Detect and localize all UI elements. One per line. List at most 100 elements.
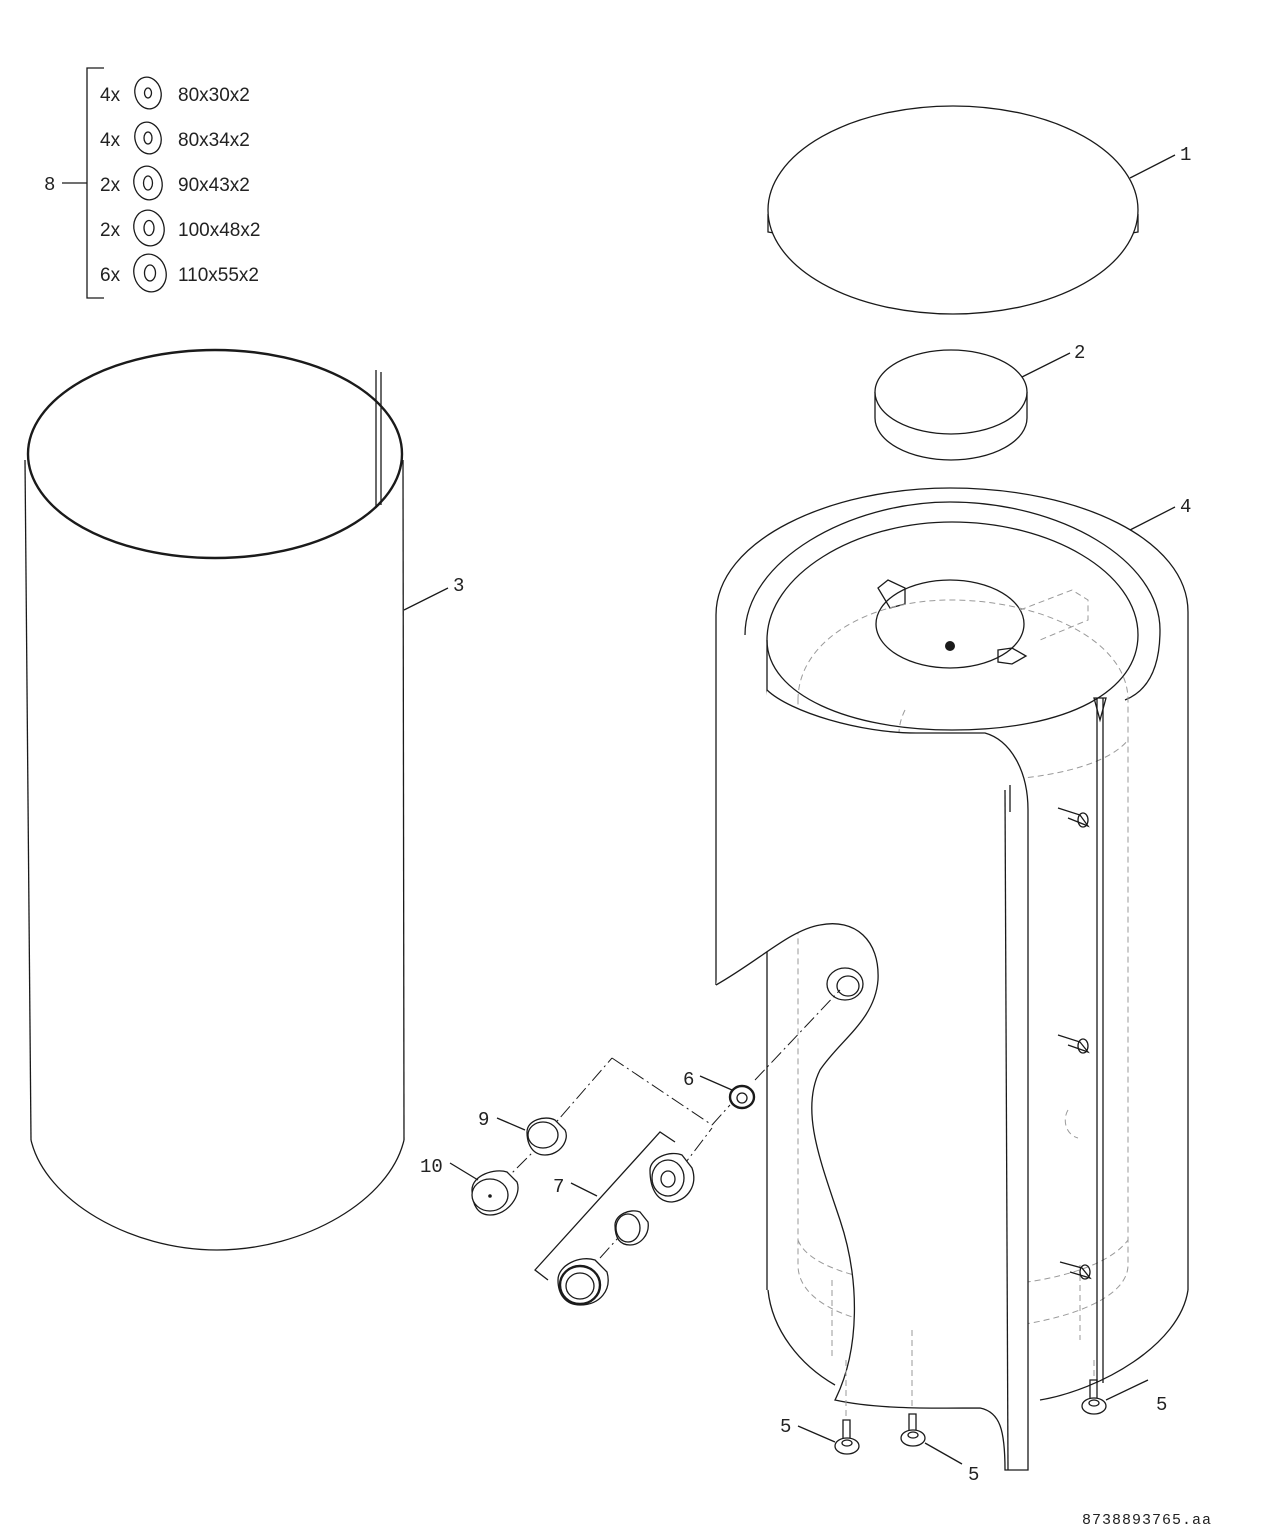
flange-opening [826,967,864,1001]
callout-5b: 5 [968,1464,979,1486]
zipper-pull [1093,697,1107,723]
foot-5b: 5 [900,1330,979,1486]
adapter-plug-small [614,1210,649,1246]
hidden-vessel-bottom-seam [797,1239,1129,1288]
cap-9-face [527,1121,559,1149]
callout-8: 8 [44,174,55,196]
callout-4: 4 [1180,496,1191,518]
tank-rim-ring-outer [744,501,1161,701]
seal-qty: 2x [100,175,121,196]
leader-9 [496,1117,526,1131]
insulation-disc: 2 [874,342,1085,461]
anode-icon [945,641,955,651]
seal-washer-icon [133,209,165,247]
callout-6: 6 [683,1069,694,1091]
seal-qty: 2x [100,220,121,241]
jacket-left-edge [24,459,32,1141]
axis-adapter [599,1237,619,1259]
seal-kit-group: 8 4x 80x30x2 4x 80x34x2 2x 90x43x2 [44,67,260,299]
leader-4 [1129,506,1176,531]
seal-kit-row: 6x 110x55x2 [100,253,259,293]
pipe-socket-lower [1059,1261,1092,1280]
seal-size: 80x30x2 [178,85,250,106]
cap-10: 10 [420,1156,519,1216]
hidden-pipe-top [1019,589,1089,641]
seal-kit-row: 2x 100x48x2 [100,209,260,247]
axis-9 [544,1057,613,1136]
jacket-right-edge [402,459,405,1141]
callout-5a: 5 [780,1416,791,1438]
tank-tab-right [997,647,1028,665]
leader-5c [1105,1379,1149,1401]
callout-3: 3 [453,575,464,597]
callout-1: 1 [1180,144,1191,166]
leader-3 [403,587,449,611]
seal-kit-row: 4x 80x34x2 [100,121,250,155]
flange-seal: 6 [683,989,841,1110]
tank-top-opening [875,579,1025,669]
seal-kit-row: 4x 80x30x2 [100,76,250,110]
seal-washer-icon [134,121,162,155]
seal-size: 110x55x2 [178,265,259,286]
seal-size: 90x43x2 [178,175,250,196]
disc-side [874,392,1028,461]
seal-washer-icon [133,253,167,293]
seal-qty: 4x [100,130,121,151]
foot-screw [908,1413,917,1433]
axis-to-6 [711,1104,731,1126]
tank-bottom-left [767,1289,836,1386]
pipe-socket-upper [1057,807,1090,828]
jacket-top-rim [26,348,404,560]
callout-2: 2 [1074,342,1085,364]
axis-6-to-flange [754,989,841,1081]
axis-cross [611,1057,713,1126]
top-lid: 1 [767,105,1191,315]
adapter-bracket [534,1131,676,1281]
callout-7: 7 [553,1176,564,1198]
leader-10 [449,1162,479,1181]
hidden-feet [831,1265,1081,1360]
leader-5b [924,1442,963,1465]
foot-screw [842,1419,851,1441]
tank-bottom-right [1039,1289,1189,1401]
callout-10: 10 [420,1156,443,1178]
cap-10-hole [488,1194,492,1198]
jacket-bottom-edge [30,1139,405,1251]
drawing-code: 8738893765.aa [1082,1512,1212,1529]
adapter-sleeve-large [649,1152,695,1203]
leader-6 [699,1075,733,1091]
seal-kit-row: 2x 90x43x2 [100,165,250,201]
jacket-cylinder: 3 [24,348,464,1251]
callout-5c: 5 [1156,1394,1167,1416]
disc-top [874,349,1028,435]
insulation-flap [715,689,1029,1471]
adapter-sleeve-bottom [557,1258,609,1306]
adapter-set-7: 7 [534,1131,695,1306]
seal-washer-icon [134,76,162,110]
cap-9: 9 [478,1109,567,1156]
tank-tab-left [877,579,906,609]
flap-seam-line [1004,789,1009,1471]
tank-outer-top-right [715,487,1189,1290]
foot-5a: 5 [780,1360,860,1455]
seal-ring-inner [736,1092,748,1104]
seal-qty: 6x [100,265,121,286]
seal-ring-outer [728,1084,756,1110]
storage-tank: 4 [715,487,1191,1471]
hidden-sensor-mid [1064,1109,1079,1139]
callout-9: 9 [478,1109,489,1131]
zipper-strip [1096,698,1104,1383]
tank-rim-ring-inner [766,521,1139,731]
seal-size: 100x48x2 [178,220,260,241]
leader-7 [570,1182,598,1197]
jacket-seam-flap [375,370,382,508]
foot-5c: 5 [1081,1360,1167,1416]
leader-2 [1021,352,1071,378]
leader-5a [797,1425,836,1443]
seal-qty: 4x [100,85,121,106]
leader-1 [1129,154,1176,179]
seal-size: 80x34x2 [178,130,250,151]
lid-top [767,105,1139,315]
